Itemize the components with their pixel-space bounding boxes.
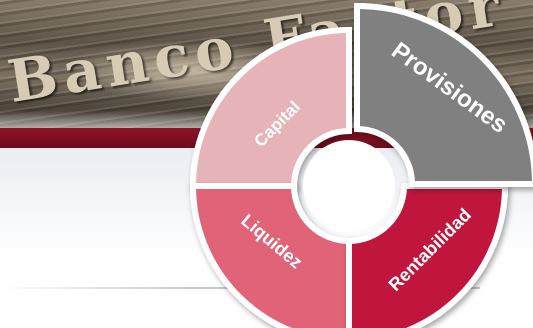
center-hole [303,140,395,232]
cycle-diagram: Capital Provisiones Rentabilidad Liquide… [185,0,533,328]
segment-rentabilidad [346,183,509,328]
segment-liquidez [189,183,352,328]
segment-provisiones [354,2,533,187]
segment-capital [189,26,352,189]
